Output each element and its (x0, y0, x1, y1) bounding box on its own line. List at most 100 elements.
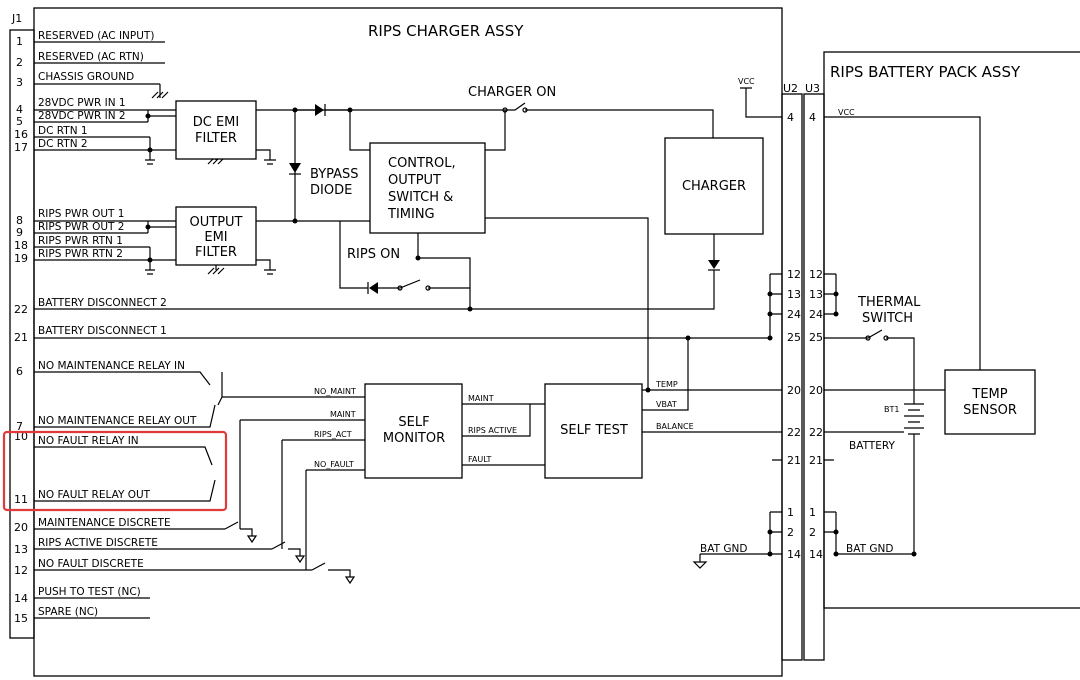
input-diode-icon (315, 104, 324, 116)
u2-title: U2 (783, 82, 798, 95)
bat-gnd-right-label: BAT GND (846, 543, 893, 555)
output-emi-filter-line3: FILTER (195, 245, 237, 260)
u2-pins: 4 12 13 24 25 20 22 21 1 2 14 (787, 111, 801, 561)
pin-number: 7 (16, 420, 23, 433)
switch-contact (425, 285, 431, 291)
pin-number: 17 (14, 141, 28, 154)
dc-emi-filter-block (175, 100, 257, 160)
pin-number: 13 (14, 543, 28, 556)
u2-pin: 14 (787, 548, 801, 561)
temp-sensor-wire (824, 389, 945, 433)
switch-contact (883, 335, 889, 341)
junction-dot (145, 224, 151, 230)
pin-label: NO FAULT DISCRETE (38, 558, 144, 570)
pin-number: 21 (14, 331, 28, 344)
self-monitor-line2: MONITOR (383, 431, 445, 446)
signal-no-maint: NO_MAINT (314, 387, 356, 396)
pin-label: PUSH TO TEST (NC) (38, 586, 141, 598)
vcc-right-wire (824, 116, 981, 370)
temp-sensor-line2: SENSOR (963, 403, 1017, 418)
rips-on-section (339, 217, 649, 390)
u2-pin: 22 (787, 426, 801, 439)
thermal-switch-label-line1: THERMAL (857, 295, 921, 310)
pin-number: 20 (14, 521, 28, 534)
pin-label: RIPS PWR OUT 2 (38, 221, 124, 233)
monitor-test-wires (217, 338, 782, 570)
charger-output (470, 234, 715, 310)
u3-pins: 4 12 13 24 25 20 22 21 1 2 14 (809, 111, 823, 561)
pin-label: BATTERY DISCONNECT 1 (38, 325, 167, 337)
pin-label: NO FAULT RELAY IN (38, 435, 139, 447)
switch-contact (522, 107, 528, 113)
junction-dot (415, 255, 421, 261)
u3-pin: 24 (809, 308, 823, 321)
pin-number: 6 (16, 365, 23, 378)
pin-number: 16 (14, 128, 28, 141)
junction-dot (767, 291, 773, 297)
self-monitor-block (364, 383, 463, 479)
u2-connector-strip (781, 93, 803, 661)
discrete-switches (224, 521, 356, 585)
pin-label: BATTERY DISCONNECT 2 (38, 297, 167, 309)
pin-number: 3 (16, 76, 23, 89)
signal-vbat: VBAT (656, 400, 677, 409)
pin-number: 5 (16, 115, 23, 128)
pin-label: 28VDC PWR IN 2 (38, 110, 126, 122)
bypass-diode-label-line1: BYPASS (310, 167, 359, 182)
junction-dot (347, 107, 353, 113)
charger-on-label: CHARGER ON (468, 85, 556, 100)
pin-label: RESERVED (AC INPUT) (38, 30, 154, 42)
output-emi-filter-block (175, 206, 257, 266)
pin-label: MAINTENANCE DISCRETE (38, 517, 171, 529)
junction-dot (767, 311, 773, 317)
pin-number: 22 (14, 303, 28, 316)
signal-maint-in: MAINT (330, 410, 356, 419)
control-line4: TIMING (387, 207, 435, 222)
pin-number: 1 (16, 35, 23, 48)
u2-pin: 4 (787, 111, 794, 124)
junction-dot (685, 335, 691, 341)
u2-pin: 20 (787, 384, 801, 397)
no-fault-relay-highlight (2, 430, 228, 512)
junction-dot (911, 551, 917, 557)
control-switch-timing-block (369, 142, 486, 234)
temp-sensor-block (944, 369, 1036, 435)
junction-dot (147, 147, 153, 153)
charger-assembly-frame (33, 7, 783, 677)
pin-number: 11 (14, 493, 28, 506)
pin-label: CHASSIS GROUND (38, 71, 134, 83)
signal-balance: BALANCE (656, 422, 694, 431)
control-line1: CONTROL, (388, 156, 456, 171)
pin-number: 14 (14, 592, 28, 605)
junction-dot (645, 387, 651, 393)
switch-contact (502, 107, 508, 113)
u3-pin: 12 (809, 268, 823, 281)
j1-pin-list: 1 RESERVED (AC INPUT) 2 RESERVED (AC RTN… (14, 30, 197, 625)
self-test-block (544, 383, 643, 479)
signal-no-fault: NO_FAULT (314, 460, 354, 469)
u2-pin: 2 (787, 526, 794, 539)
pin-number: 8 (16, 214, 23, 227)
junction-dot (833, 311, 839, 317)
switch-contact (865, 335, 871, 341)
u3-pin: 21 (809, 454, 823, 467)
output-emi-filter-line1: OUTPUT (190, 215, 243, 230)
battery-pack-title: RIPS BATTERY PACK ASSY (830, 63, 1021, 81)
u3-pin: 1 (809, 506, 816, 519)
junction-dot (767, 529, 773, 535)
pin-label: 28VDC PWR IN 1 (38, 97, 126, 109)
charger-diode-icon (708, 260, 720, 269)
pin-wires (34, 41, 770, 619)
signal-maint-out: MAINT (468, 394, 494, 403)
pin-label: RIPS PWR RTN 1 (38, 235, 123, 247)
u3-title: U3 (805, 82, 820, 95)
dc-emi-filter-line1: DC EMI (193, 115, 239, 130)
self-monitor-line1: SELF (398, 415, 429, 430)
bat-gnd-wires (692, 553, 782, 569)
temp-sensor-line1: TEMP (971, 387, 1007, 402)
pin-label: DC RTN 1 (38, 125, 88, 137)
pin-label: DC RTN 2 (38, 138, 88, 150)
signal-temp: TEMP (655, 380, 678, 389)
pin-number: 2 (16, 56, 23, 69)
u2-pin: 12 (787, 268, 801, 281)
